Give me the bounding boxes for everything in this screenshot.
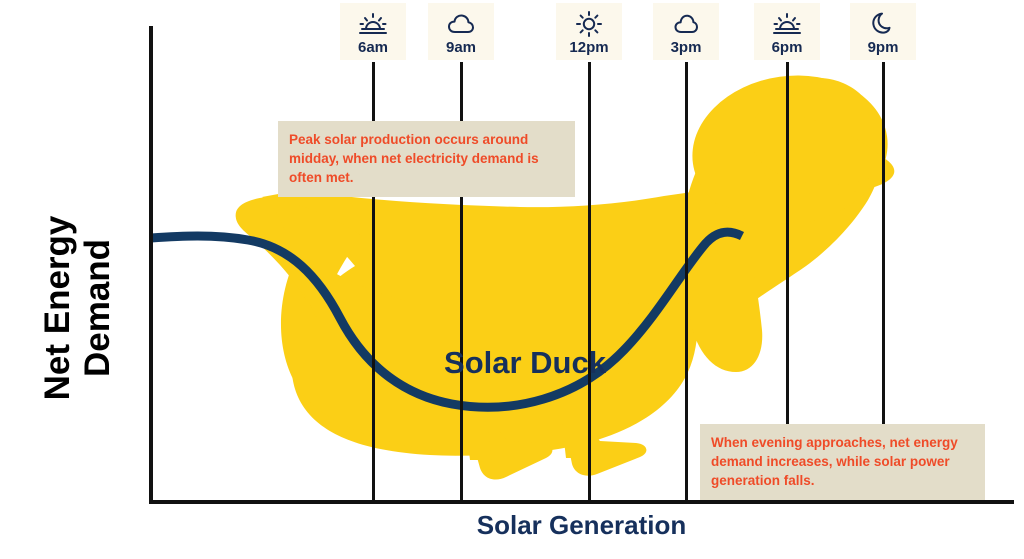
annotation-peak-solar-line3: often met. <box>289 170 354 185</box>
y-axis-line <box>149 26 153 504</box>
time-label-9am: 9am <box>445 39 477 56</box>
sunrise-icon <box>358 9 388 39</box>
duck-bill-taper <box>750 110 884 186</box>
cloud-icon <box>446 9 476 39</box>
annotation-evening-ramp-line1: When evening approaches, net energy <box>711 435 958 450</box>
time-label-6pm: 6pm <box>771 39 803 56</box>
time-label-6am: 6am <box>357 39 389 56</box>
y-axis-title: Net Energy Demand <box>38 215 117 401</box>
time-tick-6pm[interactable]: 6pm <box>754 3 820 60</box>
time-tick-3pm[interactable]: 3pm <box>653 3 719 60</box>
gridline-12pm <box>588 62 591 503</box>
gridline-6pm <box>786 62 789 503</box>
time-tick-6am[interactable]: 6am <box>340 3 406 60</box>
annotation-evening-ramp: When evening approaches, net energy dema… <box>700 424 985 500</box>
moon-icon <box>870 9 896 39</box>
annotation-evening-ramp-line2: demand increases, while solar power <box>711 454 950 469</box>
annotation-peak-solar-line2: midday, when net electricity demand is <box>289 151 539 166</box>
annotation-peak-solar: Peak solar production occurs around midd… <box>278 121 575 197</box>
time-label-12pm: 12pm <box>569 39 609 56</box>
duck-leg-right <box>562 424 588 458</box>
duck-belly-shape <box>280 250 698 454</box>
time-tick-9pm[interactable]: 9pm <box>850 3 916 60</box>
gridline-3pm <box>685 62 688 503</box>
gridline-9pm <box>882 62 885 503</box>
duck-foot-left <box>470 430 553 480</box>
x-axis-title: Solar Generation <box>476 510 687 540</box>
sunset-icon <box>772 9 802 39</box>
net-demand-curve <box>150 227 745 412</box>
gridline-6am <box>372 62 375 503</box>
time-tick-9am[interactable]: 9am <box>428 3 494 60</box>
annotation-evening-ramp-line3: generation falls. <box>711 473 815 488</box>
time-tick-12pm[interactable]: 12pm <box>556 3 622 60</box>
annotation-peak-solar-line1: Peak solar production occurs around <box>289 132 529 147</box>
time-label-9pm: 9pm <box>867 39 899 56</box>
gridline-9am <box>460 62 463 503</box>
duck-curve-label: Solar Duck <box>444 345 606 380</box>
x-axis-line <box>149 500 1014 504</box>
duck-leg-left <box>466 424 492 460</box>
sun-icon <box>575 9 603 39</box>
cloud-icon <box>673 9 699 39</box>
time-label-3pm: 3pm <box>670 39 702 56</box>
